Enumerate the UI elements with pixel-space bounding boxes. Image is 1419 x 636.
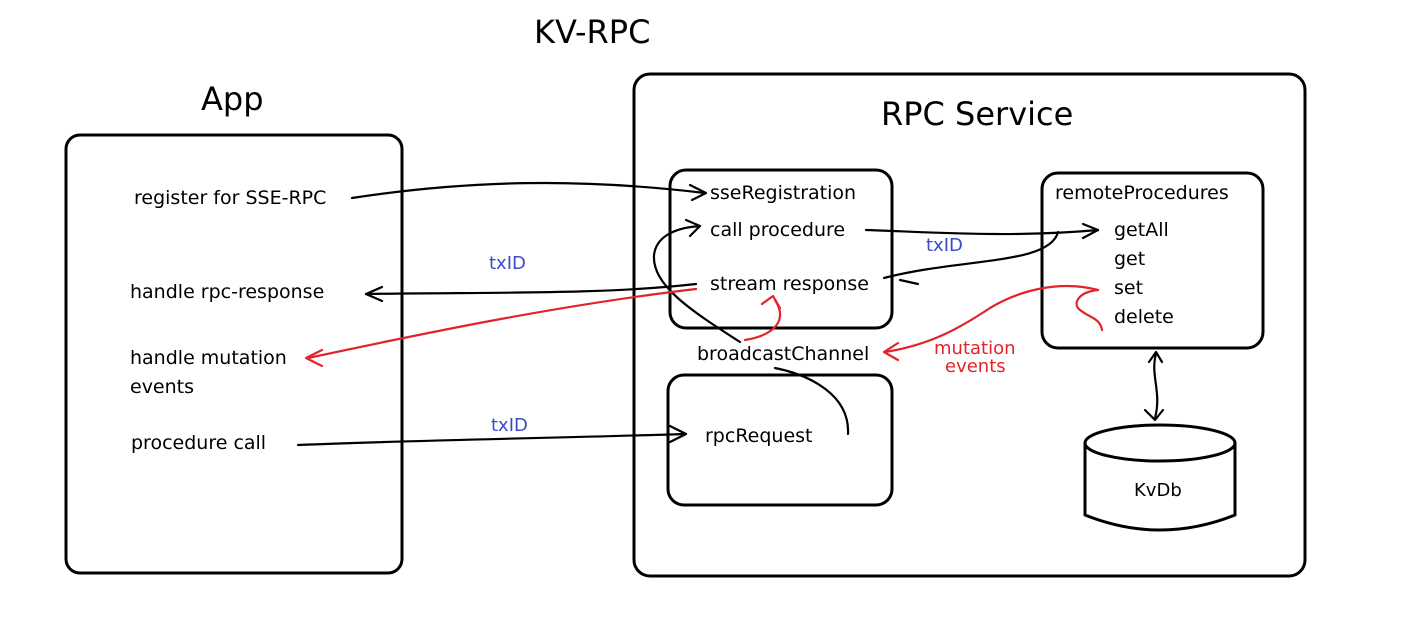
app-title: App [201,80,264,118]
arrowhead-stream [898,278,920,286]
app-item-procedure-call: procedure call [131,432,267,454]
app-item-events: events [130,376,195,398]
arrowhead-db-down [1143,408,1165,422]
arrow-procedures-db [1153,352,1159,420]
rpc-request-box [666,373,894,507]
app-item-handle-mutation: handle mutation [130,347,287,369]
arrow-procedure-call [296,432,688,447]
call-procedure-label: call procedure [710,219,846,241]
arrowhead-call-procedure [1081,222,1100,240]
rpc-service-title: RPC Service [881,95,1074,133]
procedure-get: get [1114,248,1146,270]
arrowhead-broadcast-loop [760,294,782,310]
arrow-request-loop [773,366,850,436]
broadcast-channel-label: broadcastChannel [697,343,870,365]
txid-label-call: txID [926,235,963,256]
arrowhead-register [688,183,708,202]
arrow-stream-to-app [364,282,698,296]
txid-label-request: txID [491,415,528,436]
stream-response-label: stream response [710,273,869,295]
kvdb-cylinder [1083,423,1237,532]
mutation-events-label-1: mutation [934,338,1016,359]
arrow-broadcast-loop [743,298,782,342]
remote-procedures-title: remoteProcedures [1055,182,1229,204]
arrow-stream-to-mutation [306,287,698,360]
arrowhead-db-up [1147,350,1164,364]
arrow-getall-to-stream [882,230,1060,280]
arrow-call-procedure [864,228,1100,236]
remote-procedures-box [1040,171,1265,350]
arrowhead-rpc-response [364,285,384,303]
arrowhead-procedure-call [668,424,688,444]
arrow-register [350,181,707,200]
procedure-getall: getAll [1114,219,1169,241]
procedure-set: set [1114,277,1144,299]
app-box [64,133,404,575]
rpc-request-label: rpcRequest [705,425,813,447]
txid-label-response: txID [489,253,526,274]
app-item-register: register for SSE-RPC [134,187,327,209]
kvdb-label: KvDb [1134,480,1182,501]
arrowhead-mutation [304,348,324,368]
app-item-handle-response: handle rpc-response [130,281,325,303]
mutation-events-label-2: events [945,356,1006,377]
rpc-service-box [632,72,1307,578]
procedure-delete: delete [1114,306,1174,328]
arrow-mutation-to-broadcast [883,284,1100,354]
arrow-broadcast-to-call [652,224,742,344]
sse-registration-label: sseRegistration [710,182,857,204]
arrowhead-call [684,218,702,238]
mutation-brace [1075,288,1104,332]
channel-box [668,168,894,330]
arrowhead-broadcast [882,341,900,362]
diagram-title: KV-RPC [534,13,651,51]
